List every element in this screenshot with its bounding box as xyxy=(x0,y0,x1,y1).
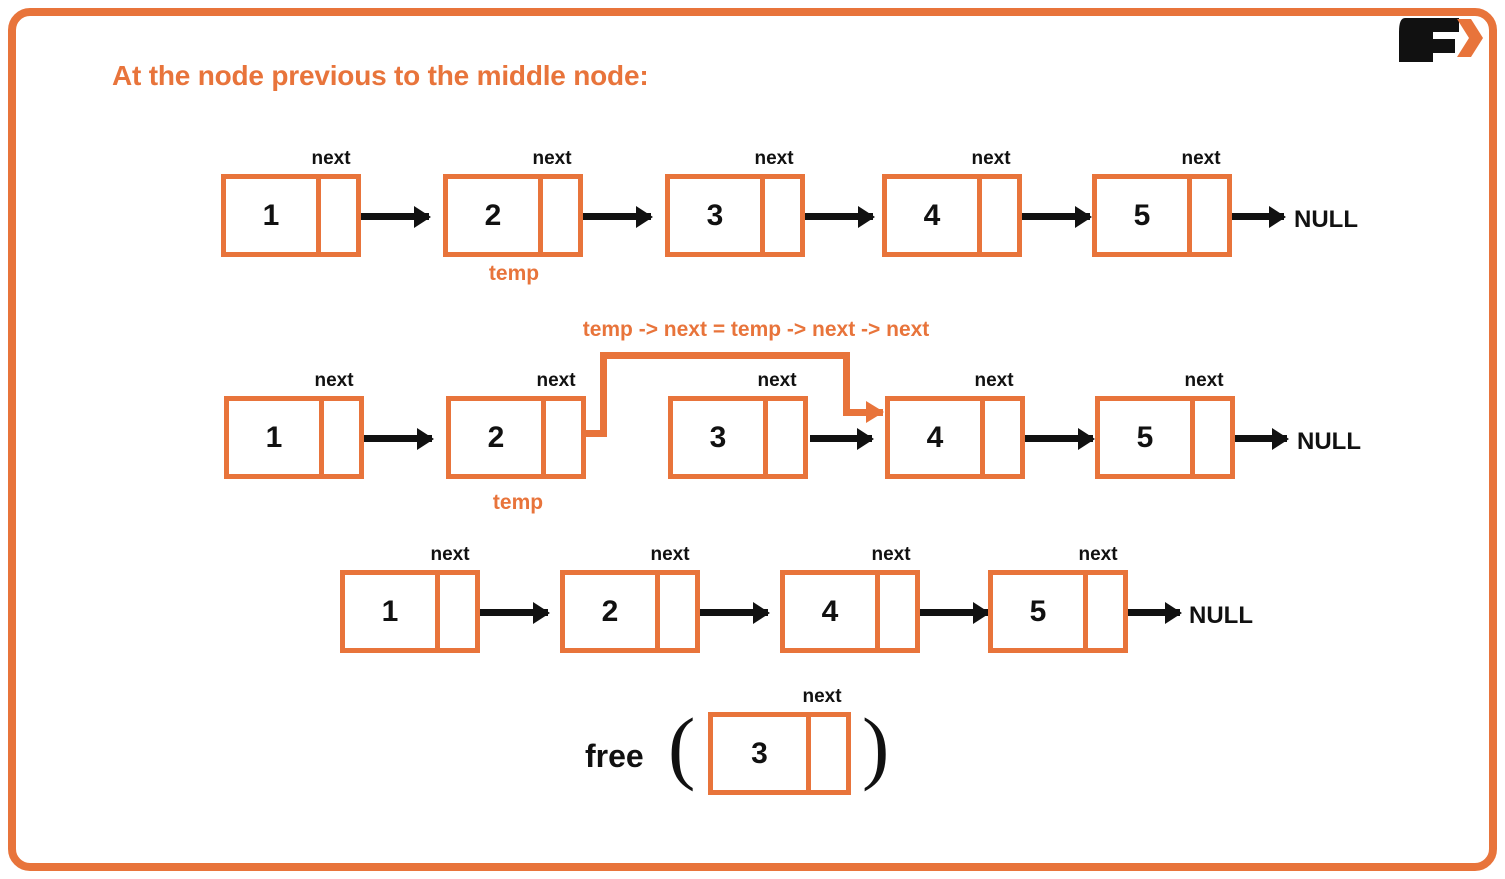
node-next-cell xyxy=(1088,575,1123,648)
node-value: 2 xyxy=(565,575,660,648)
link-arrow xyxy=(700,609,768,616)
next-label: next xyxy=(1078,544,1118,565)
next-label: next xyxy=(754,148,794,169)
node-value: 5 xyxy=(1097,179,1192,252)
node-value: 5 xyxy=(993,575,1088,648)
link-arrow xyxy=(805,213,873,220)
list-node[interactable]: 2 xyxy=(560,570,700,653)
list-node[interactable]: 5 xyxy=(1092,174,1232,257)
next-label: next xyxy=(971,148,1011,169)
node-value: 5 xyxy=(1100,401,1195,474)
list-node[interactable]: 1 xyxy=(224,396,364,479)
next-label: next xyxy=(311,148,351,169)
list-node[interactable]: 1 xyxy=(340,570,480,653)
node-value: 1 xyxy=(345,575,440,648)
redirect-path-segment xyxy=(600,352,850,359)
node-next-cell xyxy=(985,401,1020,474)
list-node[interactable]: 5 xyxy=(988,570,1128,653)
link-arrow xyxy=(361,213,429,220)
list-node[interactable]: 4 xyxy=(885,396,1025,479)
node-next-cell xyxy=(768,401,803,474)
next-label: next xyxy=(1181,148,1221,169)
paren-close: ) xyxy=(862,701,890,792)
next-label: next xyxy=(430,544,470,565)
node-next-cell xyxy=(811,717,846,790)
free-function-label: free xyxy=(585,738,644,774)
link-arrow xyxy=(1128,609,1180,616)
link-arrow xyxy=(920,609,988,616)
node-value: 4 xyxy=(887,179,982,252)
node-next-cell xyxy=(546,401,581,474)
redirect-path-segment xyxy=(585,430,607,437)
redirect-path-segment xyxy=(843,409,883,416)
list-node[interactable]: 5 xyxy=(1095,396,1235,479)
next-label: next xyxy=(802,686,842,707)
node-value: 4 xyxy=(785,575,880,648)
link-arrow xyxy=(364,435,432,442)
link-arrow xyxy=(1232,213,1284,220)
node-value: 2 xyxy=(448,179,543,252)
redirect-arrowhead-icon xyxy=(866,401,884,423)
list-node[interactable]: 1 xyxy=(221,174,361,257)
node-value: 1 xyxy=(226,179,321,252)
node-next-cell xyxy=(765,179,800,252)
list-node[interactable]: 4 xyxy=(780,570,920,653)
node-value: 3 xyxy=(673,401,768,474)
page-title: At the node previous to the middle node: xyxy=(112,60,649,91)
node-value: 4 xyxy=(890,401,985,474)
node-next-cell xyxy=(324,401,359,474)
null-terminator-label: NULL xyxy=(1294,206,1358,233)
link-arrow xyxy=(583,213,651,220)
null-terminator-label: NULL xyxy=(1297,428,1361,455)
list-node[interactable]: 3 xyxy=(668,396,808,479)
next-label: next xyxy=(536,370,576,391)
temp-pointer-label: temp xyxy=(488,262,540,285)
relink-code-annotation: temp -> next = temp -> next -> next xyxy=(582,318,930,341)
f-arrow-logo xyxy=(1397,12,1483,64)
next-label: next xyxy=(871,544,911,565)
next-label: next xyxy=(314,370,354,391)
node-next-cell xyxy=(440,575,475,648)
next-label: next xyxy=(974,370,1014,391)
node-next-cell xyxy=(321,179,356,252)
node-value: 1 xyxy=(229,401,324,474)
list-node[interactable]: 3 xyxy=(665,174,805,257)
node-next-cell xyxy=(1192,179,1227,252)
node-next-cell xyxy=(1195,401,1230,474)
node-value: 2 xyxy=(451,401,546,474)
list-node[interactable]: 4 xyxy=(882,174,1022,257)
null-terminator-label: NULL xyxy=(1189,602,1253,629)
node-next-cell xyxy=(543,179,578,252)
link-arrow xyxy=(480,609,548,616)
node-next-cell xyxy=(982,179,1017,252)
node-next-cell xyxy=(880,575,915,648)
redirect-path-segment xyxy=(843,352,850,415)
node-value: 3 xyxy=(670,179,765,252)
list-node[interactable]: 2 xyxy=(446,396,586,479)
next-label: next xyxy=(650,544,690,565)
link-arrow xyxy=(1022,213,1090,220)
next-label: next xyxy=(1184,370,1224,391)
link-arrow xyxy=(1025,435,1093,442)
node-next-cell xyxy=(660,575,695,648)
temp-pointer-label: temp xyxy=(492,491,544,514)
redirect-path-segment xyxy=(600,352,607,437)
link-arrow xyxy=(810,435,872,442)
list-node[interactable]: 2 xyxy=(443,174,583,257)
paren-open: ( xyxy=(668,701,696,792)
f-arrow-logo-icon xyxy=(1399,18,1483,62)
link-arrow xyxy=(1235,435,1287,442)
next-label: next xyxy=(757,370,797,391)
freed-node[interactable]: 3 xyxy=(708,712,851,795)
next-label: next xyxy=(532,148,572,169)
node-value: 3 xyxy=(713,717,811,790)
